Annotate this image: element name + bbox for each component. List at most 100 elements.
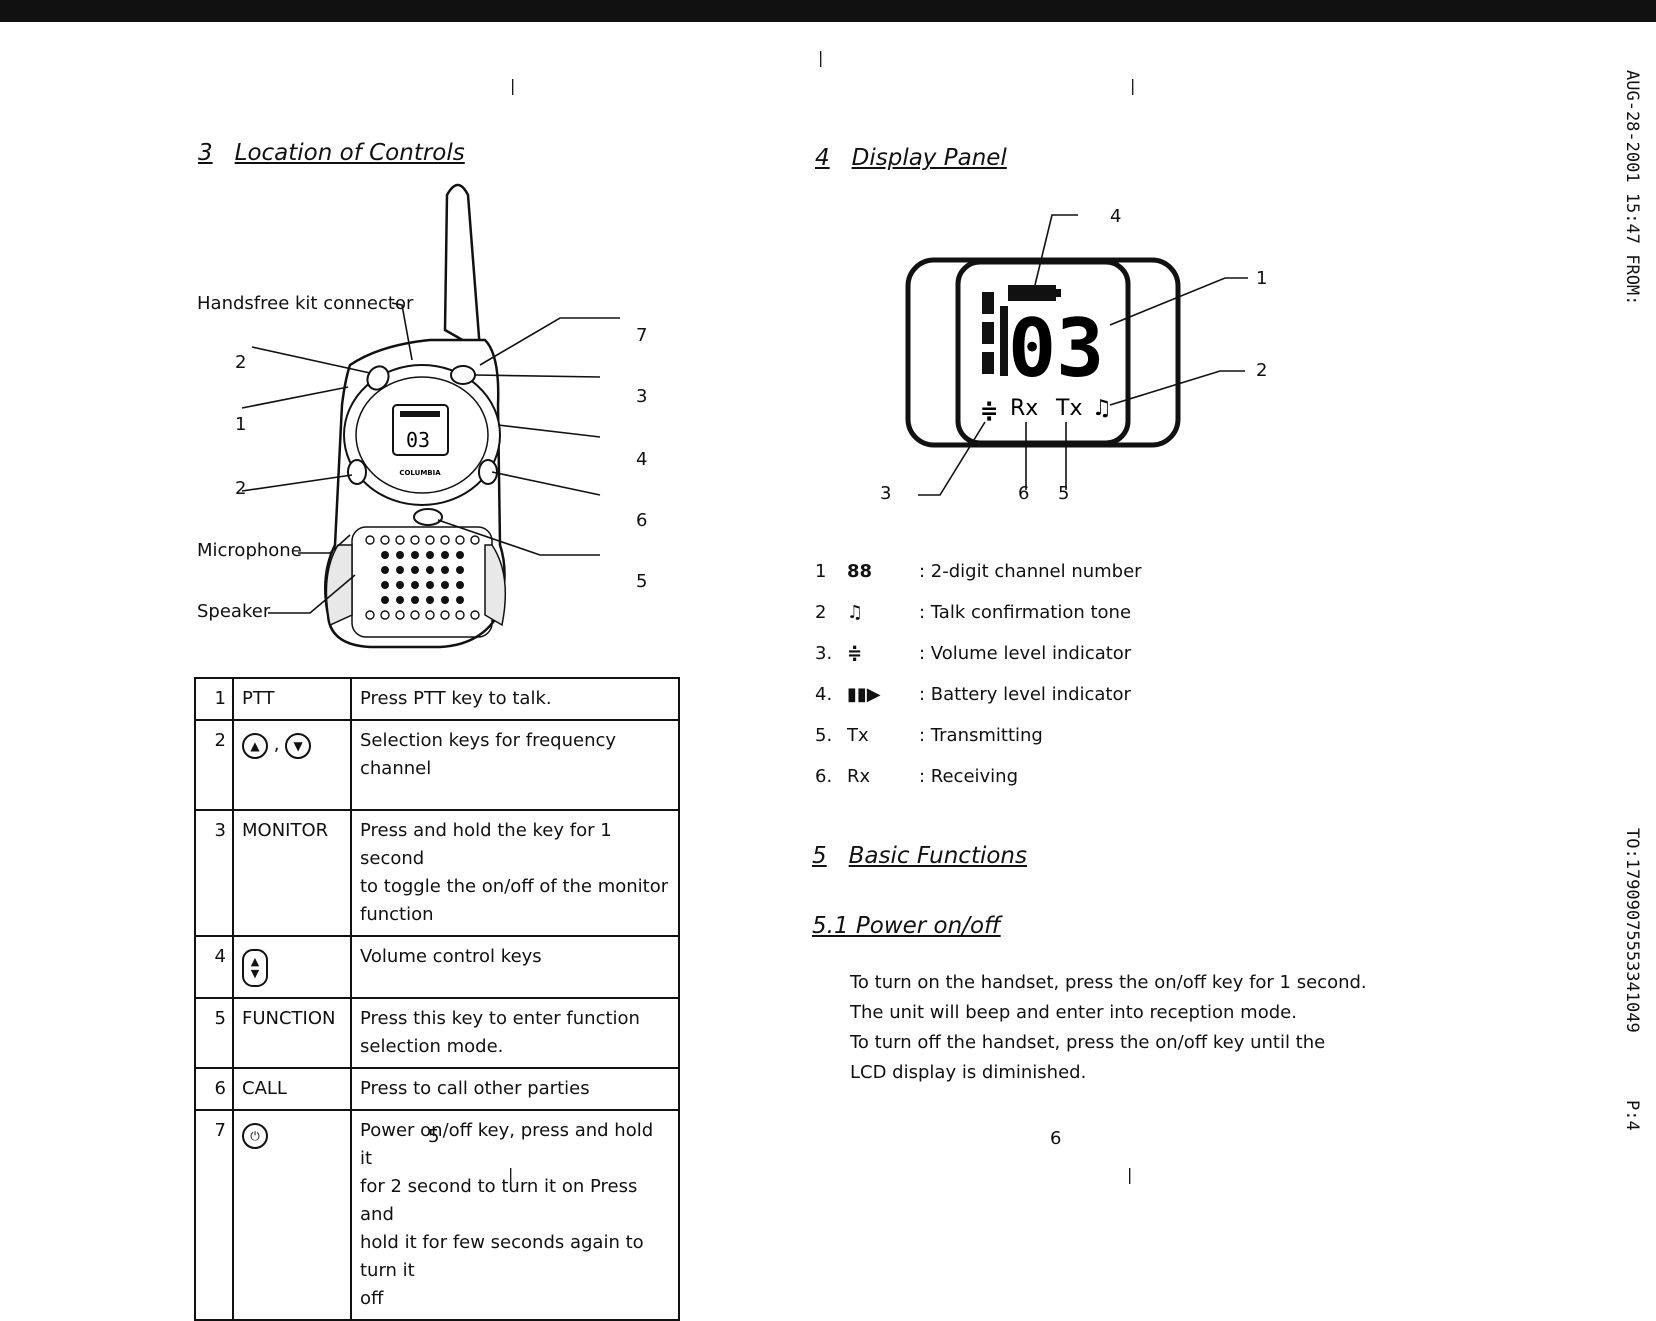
legend-item-tone: 2♫: Talk confirmation tone [815, 598, 1131, 628]
scan-tick: | [1127, 1165, 1133, 1184]
volume-level-icon: ≑ [980, 399, 998, 424]
callout-leaders [241, 302, 620, 614]
rx-indicator: Rx [1010, 396, 1038, 421]
channel-down-key-icon: ▼ [285, 733, 312, 759]
row-description: Power on/off key, press and hold it for … [350, 1109, 680, 1321]
signal-bar [982, 352, 994, 374]
page-number-right: 6 [1050, 1128, 1062, 1149]
down-key[interactable] [347, 459, 367, 485]
table-row: 3 MONITOR Press and hold the key for 1 s… [194, 809, 680, 937]
left-grip [325, 544, 353, 627]
row-number: 5 [194, 997, 234, 1069]
scan-tick: | [1130, 76, 1136, 95]
signal-bar [982, 322, 994, 344]
page-number-left: 5 [428, 1126, 440, 1147]
channel-number-display: 03 [1008, 302, 1104, 395]
row-key: ▲▼ [232, 935, 352, 999]
callout-microphone: Microphone [197, 540, 302, 561]
row-key: ▲ , ▼ [232, 719, 352, 811]
digit-one-segment [1000, 306, 1008, 376]
display-panel-diagram: 03 ≑ Rx Tx ♫ [905, 214, 1248, 496]
device-lcd-battery [400, 411, 440, 417]
antenna [443, 183, 482, 353]
channel-digits-icon: 88 [847, 561, 873, 582]
callout-2-lower: 2 [235, 478, 247, 499]
display-callout-6: 6 [1018, 483, 1030, 504]
display-callout-4: 4 [1110, 206, 1122, 227]
display-callout-2: 2 [1256, 360, 1268, 381]
legend-item-receiving: 6.Rx: Receiving [815, 762, 1018, 792]
device-lcd-digits: 03 [406, 428, 430, 452]
controls-table: 1 PTT Press PTT key to talk. 2 ▲ , ▼ Sel… [194, 677, 680, 1321]
row-key: ⏻ [232, 1109, 352, 1321]
call-key[interactable] [478, 459, 498, 485]
scan-tick: | [818, 48, 824, 67]
display-callout-leaders [918, 214, 1248, 496]
fax-header-to: TO:17909075553341049 [1622, 828, 1642, 1033]
callout-5: 5 [636, 571, 648, 592]
row-description: Press and hold the key for 1 second to t… [350, 809, 680, 937]
legend-item-battery: 4.▮▮▶: Battery level indicator [815, 680, 1131, 710]
row-number: 3 [194, 809, 234, 937]
rx-symbol: Rx [847, 766, 871, 787]
callout-handsfree-kit-connector: Handsfree kit connector [197, 293, 414, 314]
row-key: CALL [232, 1067, 352, 1111]
table-row: 4 ▲▼ Volume control keys [194, 935, 680, 999]
tx-indicator: Tx [1055, 396, 1082, 421]
scan-tick: | [508, 1165, 514, 1184]
section-4-title: Display Panel [851, 145, 1007, 171]
callout-3: 3 [636, 386, 648, 407]
subsection-heading: 5.1 Power on/off [812, 913, 1001, 939]
callout-7: 7 [636, 325, 648, 346]
fax-header-from: AUG-28-2001 15:47 FROM: [1622, 70, 1642, 306]
callout-1: 1 [235, 414, 247, 435]
scan-top-border [0, 0, 1656, 22]
display-callout-3: 3 [880, 483, 892, 504]
subsection-title: 5.1 Power on/off [812, 913, 1001, 939]
row-description: Press this key to enter function selecti… [350, 997, 680, 1069]
row-number: 7 [194, 1109, 234, 1321]
row-number: 2 [194, 719, 234, 811]
device-brand: COLUMBIA [399, 469, 441, 477]
section-4-heading: 4 Display Panel [815, 145, 1007, 171]
row-description: Press PTT key to talk. [350, 677, 680, 721]
function-key[interactable] [413, 508, 443, 526]
right-grip [484, 544, 507, 627]
section-4-number: 4 [815, 145, 830, 171]
section-5-title: Basic Functions [848, 843, 1027, 869]
power-onoff-paragraph: To turn on the handset, press the on/off… [850, 972, 1367, 1083]
callout-2-upper: 2 [235, 352, 247, 373]
table-row: 6 CALL Press to call other parties [194, 1067, 680, 1111]
tx-symbol: Tx [847, 725, 869, 746]
monitor-key[interactable] [450, 365, 476, 385]
scan-tick: | [510, 76, 516, 95]
legend-item-volume: 3.≑: Volume level indicator [815, 639, 1131, 669]
row-description: Press to call other parties [350, 1067, 680, 1111]
channel-up-key-icon: ▲ [242, 733, 268, 759]
section-3-title: Location of Controls [234, 140, 465, 166]
row-description: Volume control keys [350, 935, 680, 999]
signal-bar [982, 292, 994, 314]
fax-header-page: P:4 [1622, 1100, 1642, 1131]
display-callout-5: 5 [1058, 483, 1070, 504]
talk-tone-icon: ♫ [1092, 396, 1112, 421]
radio-illustration: 03 COLUMBIA [241, 183, 620, 649]
device-lcd [392, 404, 449, 456]
table-row: 2 ▲ , ▼ Selection keys for frequency cha… [194, 719, 680, 811]
table-row: 1 PTT Press PTT key to talk. [194, 677, 680, 721]
callout-speaker: Speaker [197, 601, 271, 622]
row-description: Selection keys for frequency channel [350, 719, 680, 811]
battery-indicator-icon [1008, 285, 1056, 301]
volume-level-icon: ≑ [847, 643, 863, 664]
row-key: PTT [232, 677, 352, 721]
table-row: 5 FUNCTION Press this key to enter funct… [194, 997, 680, 1069]
row-number: 6 [194, 1067, 234, 1111]
volume-keys-icon: ▲▼ [242, 949, 268, 987]
callout-4: 4 [636, 449, 648, 470]
talk-tone-icon: ♫ [847, 602, 864, 623]
row-number: 4 [194, 935, 234, 999]
battery-indicator-icon: ▮▮▶ [847, 684, 881, 705]
